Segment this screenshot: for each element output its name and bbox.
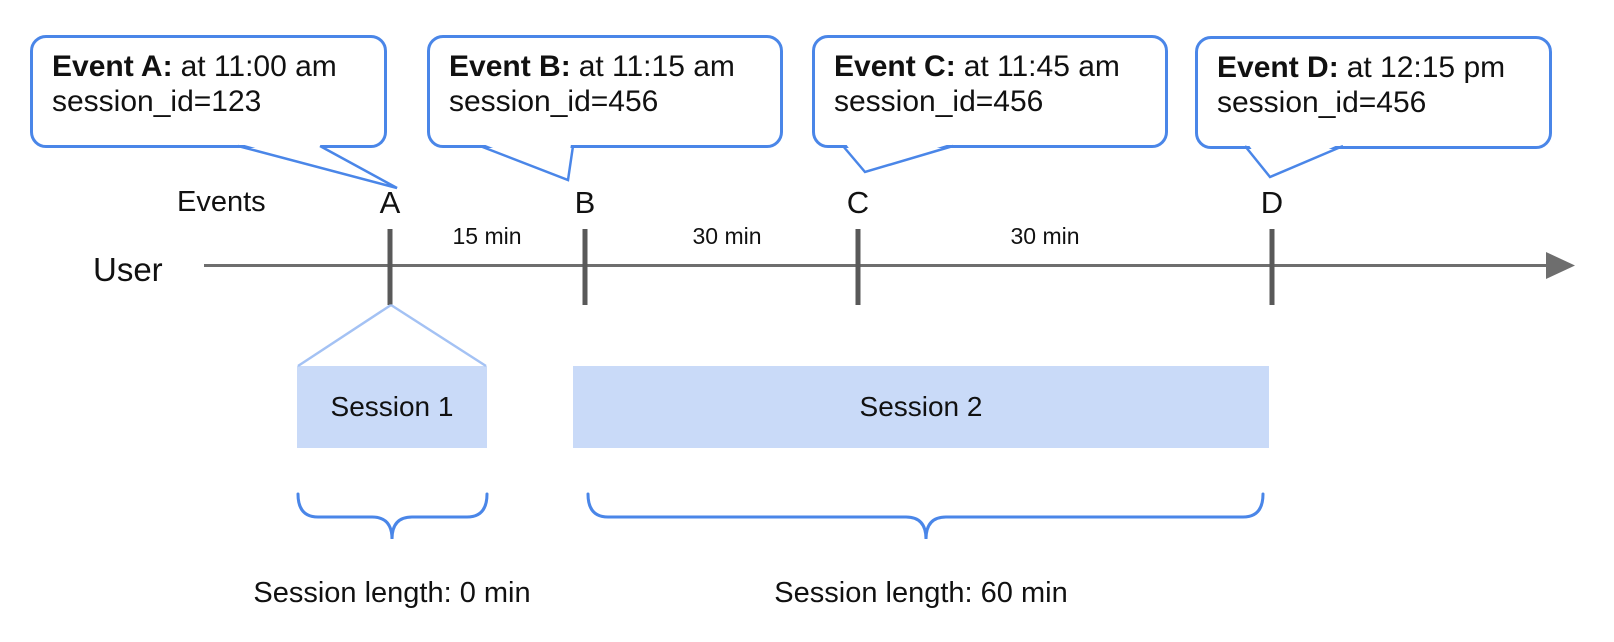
callout-event-c: Event C:at 11:45 am session_id=456 [812, 35, 1168, 148]
event-marker-d: D [1260, 185, 1284, 220]
event-marker-a: A [379, 185, 401, 220]
event-a-session-id: session_id=123 [52, 85, 262, 118]
timeline-arrowhead-icon [1546, 252, 1575, 279]
callout-event-b: Event B:at 11:15 am session_id=456 [427, 35, 783, 148]
callout-c-tail-icon [842, 144, 954, 174]
session-2-block: Session 2 [573, 366, 1269, 448]
callout-event-d-line1: Event D:at 12:15 pm [1217, 50, 1531, 85]
event-c-session-id: session_id=456 [834, 85, 1044, 118]
session-1-label: Session 1 [330, 391, 454, 422]
interval-label-c-d: 30 min [1010, 223, 1080, 249]
callout-event-a: Event A:at 11:00 am session_id=123 [30, 35, 387, 148]
session-2-length-label: Session length: 60 min [774, 577, 1068, 609]
user-row-label: User [93, 251, 163, 288]
interval-label-a-b: 15 min [452, 223, 522, 249]
callout-event-c-line1: Event C:at 11:45 am [834, 49, 1147, 84]
callout-a-tail-fill [241, 144, 393, 186]
callout-b-tail-icon [479, 144, 575, 182]
event-a-time: at 11:00 am [180, 50, 337, 83]
event-a-funnel-lines [297, 303, 487, 368]
event-a-title: Event A: [52, 50, 173, 83]
event-b-time: at 11:15 am [578, 50, 735, 83]
event-b-title: Event B: [449, 50, 571, 83]
callout-d-tail-icon [1244, 144, 1344, 179]
event-marker-b: B [574, 185, 596, 220]
event-c-title: Event C: [834, 50, 956, 83]
session-1-length-label: Session length: 0 min [253, 577, 531, 609]
callout-a-tail-icon [237, 144, 398, 190]
event-c-time: at 11:45 am [963, 50, 1120, 83]
interval-label-b-c: 30 min [692, 223, 762, 249]
event-d-time: at 12:15 pm [1346, 51, 1506, 84]
event-d-title: Event D: [1217, 51, 1339, 84]
callout-b-tail-fill [483, 144, 571, 177]
session-2-brace-icon [586, 492, 1265, 540]
events-row-label: Events [177, 186, 266, 218]
session-2-label: Session 2 [859, 391, 983, 422]
event-b-session-id: session_id=456 [449, 85, 659, 118]
callout-event-d: Event D:at 12:15 pm session_id=456 [1195, 36, 1552, 149]
session-1-block: Session 1 [297, 366, 487, 448]
session-1-brace-icon [296, 492, 489, 540]
callout-event-a-line1: Event A:at 11:00 am [52, 49, 366, 84]
event-marker-c: C [846, 185, 870, 220]
callout-event-b-line1: Event B:at 11:15 am [449, 49, 762, 84]
event-d-session-id: session_id=456 [1217, 86, 1427, 119]
